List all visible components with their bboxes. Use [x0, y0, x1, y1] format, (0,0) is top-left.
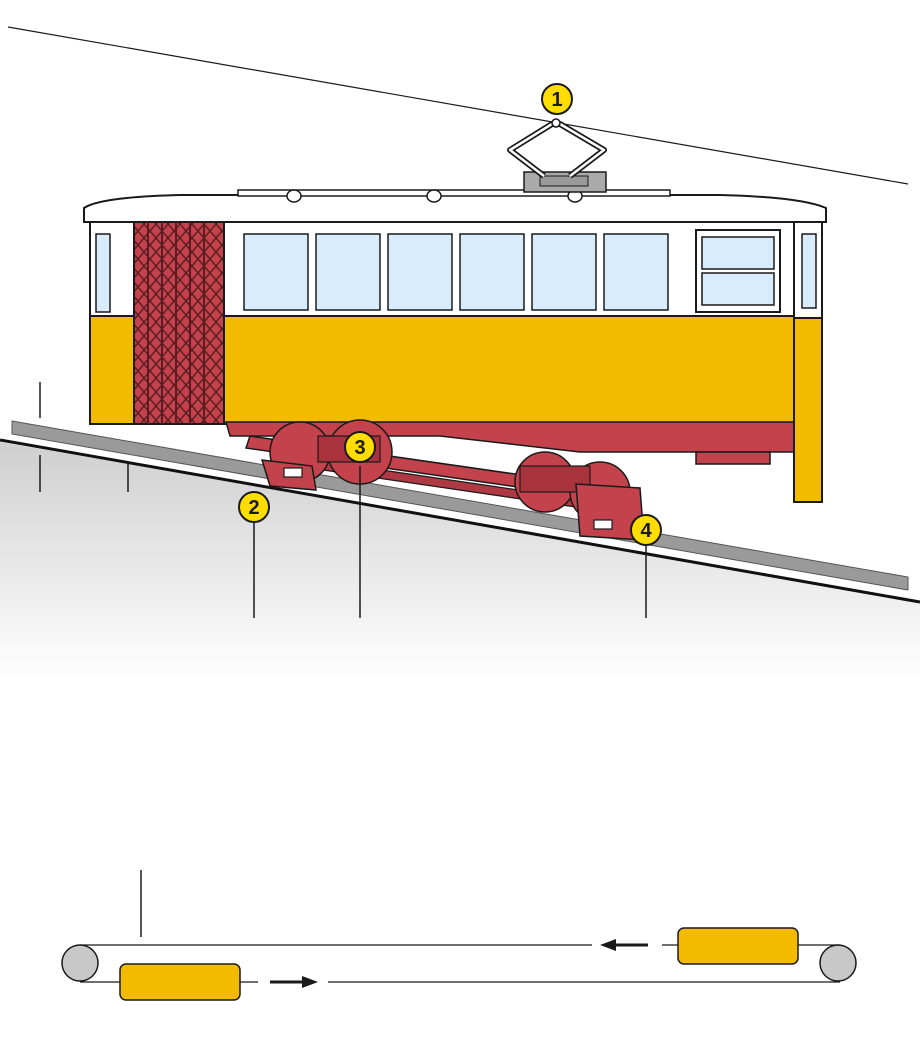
- passenger-window: [315, 233, 381, 311]
- pantograph: [507, 118, 607, 193]
- callout-3: 3: [344, 431, 376, 463]
- passenger-window: [459, 233, 525, 311]
- rear-window-upper: [701, 236, 775, 270]
- right-arrow-icon: [270, 976, 318, 988]
- pantograph-frame: [507, 121, 607, 179]
- rail-cable-line: [0, 438, 920, 604]
- callout-1: 1: [541, 83, 573, 115]
- callout-3-label: 3: [354, 437, 365, 459]
- grip-pad: [593, 519, 613, 530]
- left-pulley: [61, 944, 99, 982]
- roof-lamp: [286, 189, 302, 203]
- rear-window-lower: [701, 272, 775, 306]
- passenger-window: [531, 233, 597, 311]
- front-window: [95, 233, 111, 313]
- passenger-window: [243, 233, 309, 311]
- callout-1-label: 1: [551, 89, 562, 111]
- tram-roof: [83, 194, 827, 223]
- passenger-window: [603, 233, 669, 311]
- passenger-window: [387, 233, 453, 311]
- roof-lamp: [426, 189, 442, 203]
- loop-car-lower: [119, 963, 241, 1001]
- callout-2: 2: [238, 491, 270, 523]
- tram-car: [83, 189, 827, 503]
- pantograph-base-top: [539, 175, 589, 187]
- cable-loop-schematic: [61, 870, 857, 1001]
- right-pulley: [819, 944, 857, 982]
- pantograph-contact: [551, 118, 561, 128]
- overhead-wire: [7, 26, 909, 185]
- callout-4: 4: [630, 514, 662, 546]
- rear-window: [801, 233, 817, 309]
- callout-4-label: 4: [640, 520, 652, 542]
- roof-rail: [237, 189, 671, 197]
- slope-ground: [0, 442, 920, 680]
- loop-car-upper: [677, 927, 799, 965]
- under-box: [695, 451, 771, 465]
- left-arrow-icon: [600, 939, 648, 951]
- callout-2-label: 2: [248, 497, 259, 519]
- grip-pad: [283, 467, 303, 478]
- rear-step: [793, 317, 823, 503]
- undercarriage: [245, 419, 645, 541]
